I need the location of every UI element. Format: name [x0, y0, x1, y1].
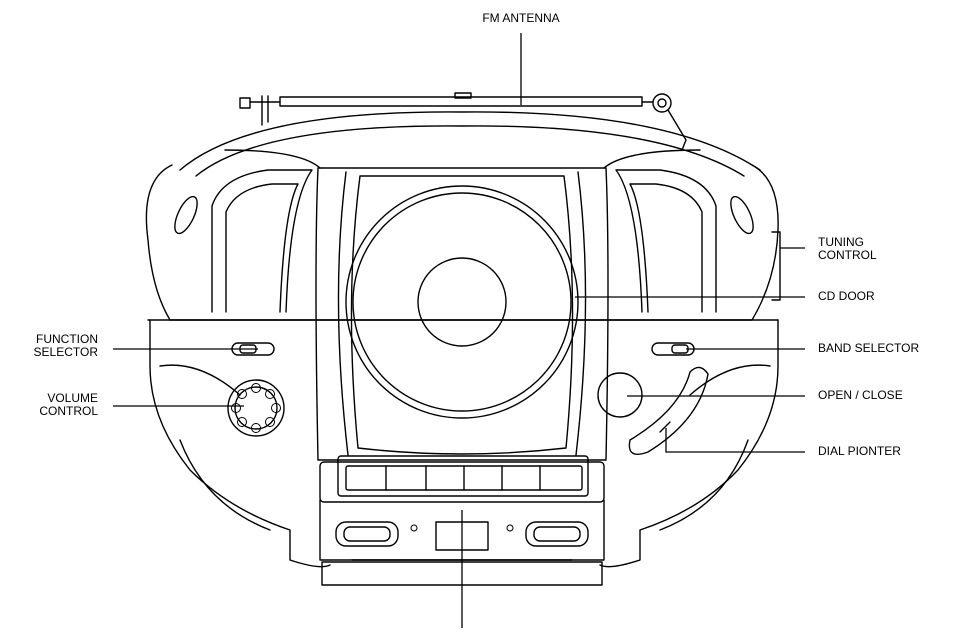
- fm-antenna: [239, 92, 687, 151]
- volume-knob: [227, 379, 285, 437]
- cd-door: [345, 185, 579, 419]
- cd-compartment: [315, 167, 609, 461]
- label-dial-pointer: DIAL PIONTER: [818, 444, 901, 458]
- label-volume-control: VOLUME CONTROL: [39, 391, 98, 418]
- label-fm-antenna: FM ANTENNA: [482, 11, 560, 25]
- tuning-knob: [771, 231, 781, 301]
- label-tuning-control: TUNING CONTROL: [818, 235, 877, 262]
- tuning-dial: [628, 366, 709, 455]
- open-close-button: [597, 372, 643, 418]
- label-open-close: OPEN / CLOSE: [818, 388, 903, 402]
- label-cd-door: CD DOOR: [818, 289, 875, 303]
- label-function-selector: FUNCTION SELECTOR: [33, 332, 98, 359]
- leader-lines: [113, 33, 805, 628]
- carry-handle: [179, 111, 761, 177]
- label-band-selector: BAND SELECTOR: [818, 341, 920, 355]
- body-outline: [145, 164, 779, 568]
- cassette-buttons: [319, 455, 605, 503]
